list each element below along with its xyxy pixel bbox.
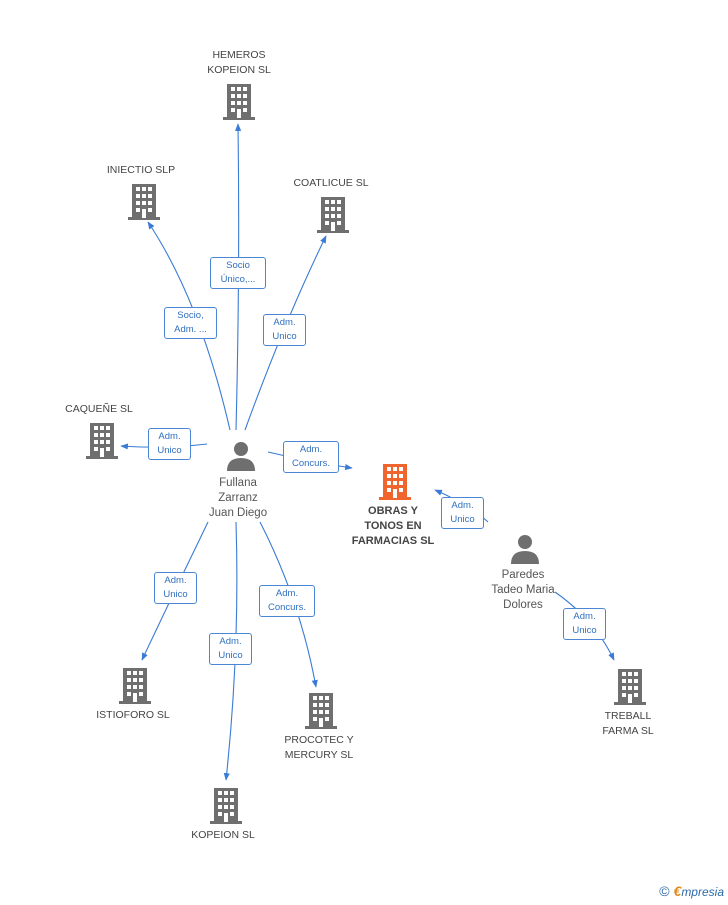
building-icon xyxy=(305,693,337,729)
building-icon xyxy=(614,669,646,705)
brand-name: mpresia xyxy=(681,885,724,899)
edge-tag-caquene[interactable]: Adm.Unico xyxy=(148,428,191,460)
node-label: INIECTIO SLP xyxy=(106,164,176,176)
person-icon xyxy=(227,442,255,471)
node-label: COATLICUE SL xyxy=(293,177,369,189)
brand-logo[interactable]: ©€mpresia xyxy=(659,883,724,899)
edge-tag-obras[interactable]: Adm.Concurs. xyxy=(283,441,339,473)
node-label: ISTIOFORO SL xyxy=(96,709,170,721)
edge-tag-paredes-obras[interactable]: Adm.Unico xyxy=(441,497,484,529)
building-icon xyxy=(119,668,151,704)
edge-tag-iniectio[interactable]: Socio,Adm. ... xyxy=(164,307,217,339)
building-icon xyxy=(223,84,255,120)
node-label: KOPEION SL xyxy=(191,829,255,841)
building-icon xyxy=(86,423,118,459)
edge-tag-istioforo[interactable]: Adm.Unico xyxy=(154,572,197,604)
node-label: CAQUEÑE SL xyxy=(65,403,133,415)
copyright-icon: © xyxy=(659,883,670,899)
brand-initial: € xyxy=(673,883,682,899)
building-icon xyxy=(210,788,242,824)
edge-tag-coatlicue[interactable]: Adm.Unico xyxy=(263,314,306,346)
edge-tag-treball[interactable]: Adm.Unico xyxy=(563,608,606,640)
building-icon xyxy=(128,184,160,220)
person-icon xyxy=(511,535,539,564)
building-icon xyxy=(317,197,349,233)
edge-tag-kopeion[interactable]: Adm.Unico xyxy=(209,633,252,665)
edge-tag-procotec[interactable]: Adm.Concurs. xyxy=(259,585,315,617)
building-icon xyxy=(379,464,411,500)
